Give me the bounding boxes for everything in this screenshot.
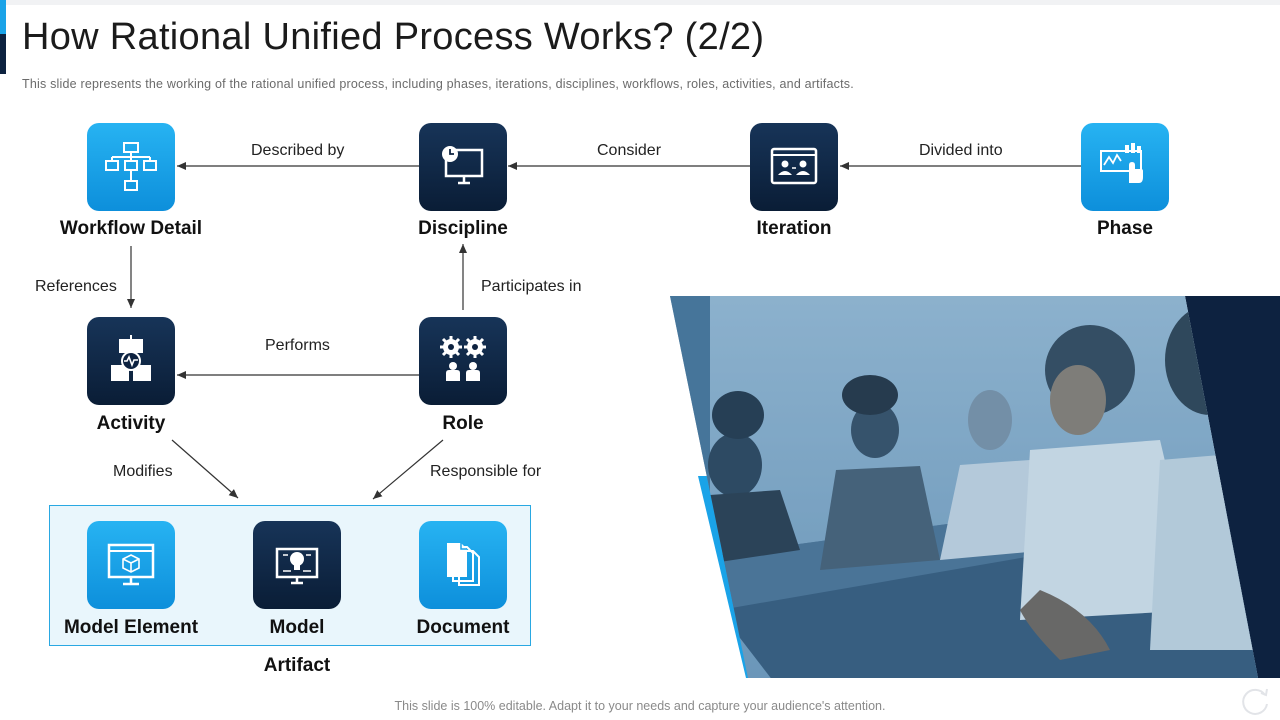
title-accent-bar (0, 0, 6, 74)
document-label: Document (416, 617, 510, 638)
gears-people-icon (440, 336, 486, 381)
model-label: Model (269, 617, 325, 638)
title-accent-highlight (0, 0, 6, 34)
monitor-idea-icon (275, 547, 319, 585)
iteration-label: Iteration (756, 218, 832, 239)
page-subtitle: This slide represents the working of the… (22, 77, 854, 91)
meeting-photo (670, 296, 1280, 678)
edge-label-performs: Performs (265, 337, 330, 354)
edge-label-consider: Consider (597, 142, 662, 159)
documents-icon (447, 543, 480, 586)
model-element-node (87, 521, 175, 609)
refresh-icon (1242, 688, 1268, 715)
discipline-node (419, 123, 507, 211)
arrow-responsible-for (372, 439, 444, 500)
page-title: How Rational Unified Process Works? (2/2… (22, 16, 765, 58)
document-node (419, 521, 507, 609)
timeline-hand-icon (1100, 143, 1143, 183)
org-chart-icon (105, 142, 157, 191)
phase-label: Phase (1097, 218, 1153, 239)
edge-label-responsible-for: Responsible for (430, 463, 542, 480)
video-call-icon (770, 147, 818, 185)
activity-node (87, 317, 175, 405)
edge-label-references: References (35, 278, 117, 295)
activity-label: Activity (96, 413, 166, 434)
discipline-label: Discipline (418, 218, 508, 239)
edge-label-described-by: Described by (251, 142, 345, 159)
artifact-label: Artifact (263, 655, 331, 676)
workflow-detail-node (87, 123, 175, 211)
edge-label-divided-into: Divided into (919, 142, 1003, 159)
edge-label-modifies: Modifies (113, 463, 173, 480)
monitor-cube-icon (107, 543, 155, 586)
model-element-label: Model Element (63, 617, 199, 638)
role-label: Role (442, 413, 484, 434)
edge-label-participates-in: Participates in (481, 278, 582, 295)
arrow-modifies (171, 439, 239, 499)
phase-node (1081, 123, 1169, 211)
footer-note: This slide is 100% editable. Adapt it to… (394, 699, 886, 713)
iteration-node (750, 123, 838, 211)
monitor-clock-icon (442, 146, 484, 185)
activity-blocks-icon (111, 335, 151, 381)
role-node (419, 317, 507, 405)
workflow-detail-label: Workflow Detail (59, 218, 203, 239)
model-node (253, 521, 341, 609)
top-bar (0, 0, 1280, 5)
